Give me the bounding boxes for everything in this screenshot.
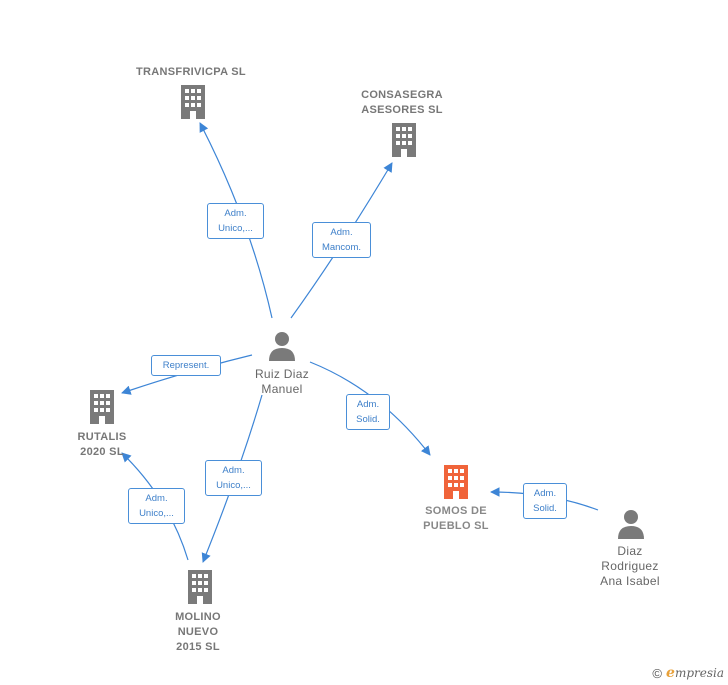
node-label-diaz: Diaz Rodriguez Ana Isabel [600,544,660,588]
copyright-icon: © [652,665,663,681]
node-label-rutalis: RUTALIS 2020 SL [77,431,127,458]
building-icon [181,85,205,119]
edge-label-ruiz-consasegra: Adm. Mancom. [312,222,371,258]
edge-label-ruiz-somos: Adm. Solid. [346,394,390,430]
building-icon [90,390,114,424]
person-icon [269,332,295,361]
edge-label-ruiz-rutalis: Represent. [151,355,221,376]
footer-brand: © empresia [652,665,724,681]
edge-label-ruiz-molino: Adm. Unico,... [205,460,262,496]
node-label-molino: MOLINO NUEVO 2015 SL [175,611,221,653]
edge-label-molino-rutalis: Adm. Unico,... [128,488,185,524]
building-icon [392,123,416,157]
brand-logo: empresia [666,665,724,681]
node-label-transfrivicpa: TRANSFRIVICPA SL [136,66,246,78]
node-label-ruiz: Ruiz Diaz Manuel [254,367,310,396]
edge-label-ruiz-transfrivicpa: Adm. Unico,... [207,203,264,239]
node-label-somos: SOMOS DE PUEBLO SL [423,505,489,532]
building-icon [188,570,212,604]
edge-label-diaz-somos: Adm. Solid. [523,483,567,519]
building-icon [444,465,468,499]
person-icon [618,510,644,539]
node-label-consasegra: CONSASEGRA ASESORES SL [361,89,443,116]
